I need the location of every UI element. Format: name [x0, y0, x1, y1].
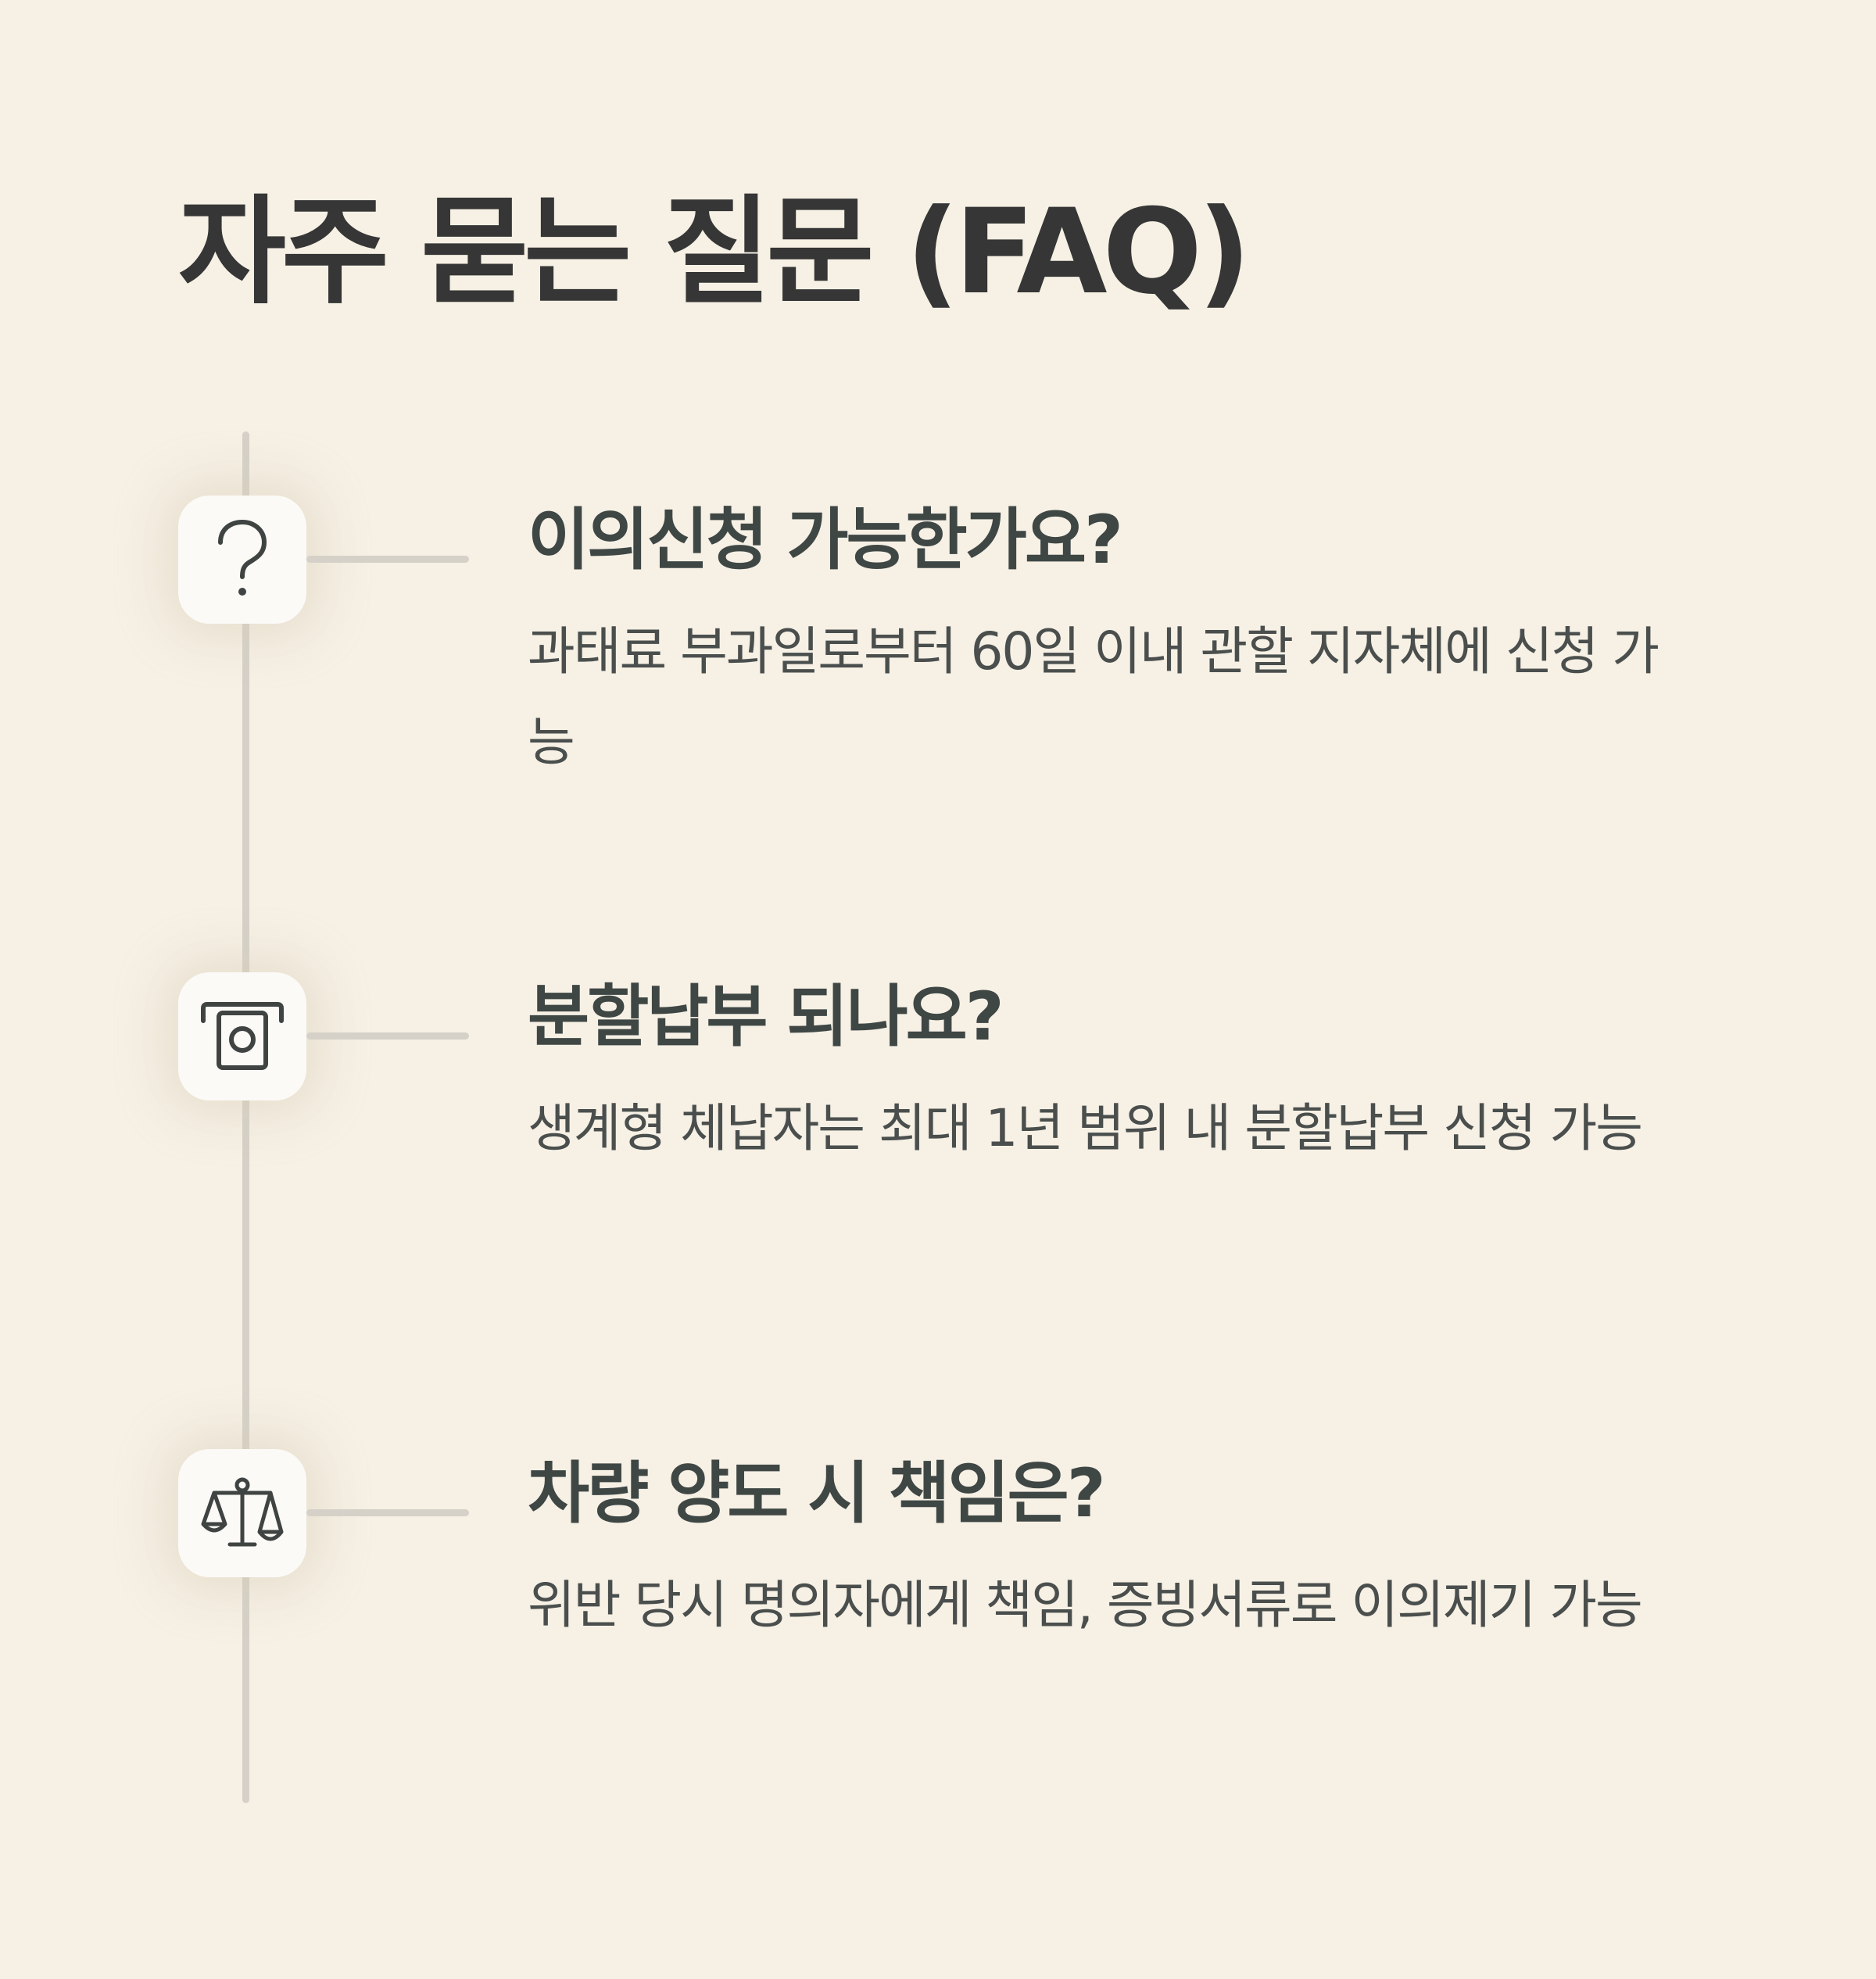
- faq-item-installment: 분할납부 되나요? 생계형 체납자는 최대 1년 범위 내 분할납부 신청 가능: [0, 972, 1876, 1379]
- faq-answer: 위반 당시 명의자에게 책임, 증빙서류로 이의제기 가능: [528, 1575, 1643, 1635]
- faq-item-objection: 이의신청 가능한가요? 과태료 부과일로부터 60일 이내 관할 지자체에 신청…: [0, 496, 1876, 902]
- timeline-connector: [306, 1032, 469, 1040]
- timeline-line: [242, 431, 249, 1803]
- timeline-connector: [306, 1509, 469, 1516]
- faq-item-vehicle-transfer: 차량 양도 시 책임은? 위반 당시 명의자에게 책임, 증빙서류로 이의제기 …: [0, 1449, 1876, 1856]
- faq-question: 분할납부 되나요?: [528, 978, 1004, 1056]
- icon-badge: [178, 496, 306, 624]
- balance-scale-icon: [201, 1477, 284, 1547]
- faq-answer: 생계형 체납자는 최대 1년 범위 내 분할납부 신청 가능: [528, 1098, 1643, 1158]
- timeline-connector: [306, 556, 469, 563]
- faq-question: 이의신청 가능한가요?: [528, 501, 1123, 579]
- icon-badge: [178, 972, 306, 1100]
- payment-receipt-icon: [201, 1002, 284, 1070]
- icon-badge: [178, 1449, 306, 1577]
- faq-answer: 과태료 부과일로부터 60일 이내 관할 지자체에 신청 가능: [528, 621, 1659, 772]
- page-title: 자주 묻는 질문 (FAQ): [178, 184, 1251, 320]
- faq-question: 차량 양도 시 책임은?: [528, 1455, 1106, 1533]
- question-mark-icon: [218, 519, 267, 596]
